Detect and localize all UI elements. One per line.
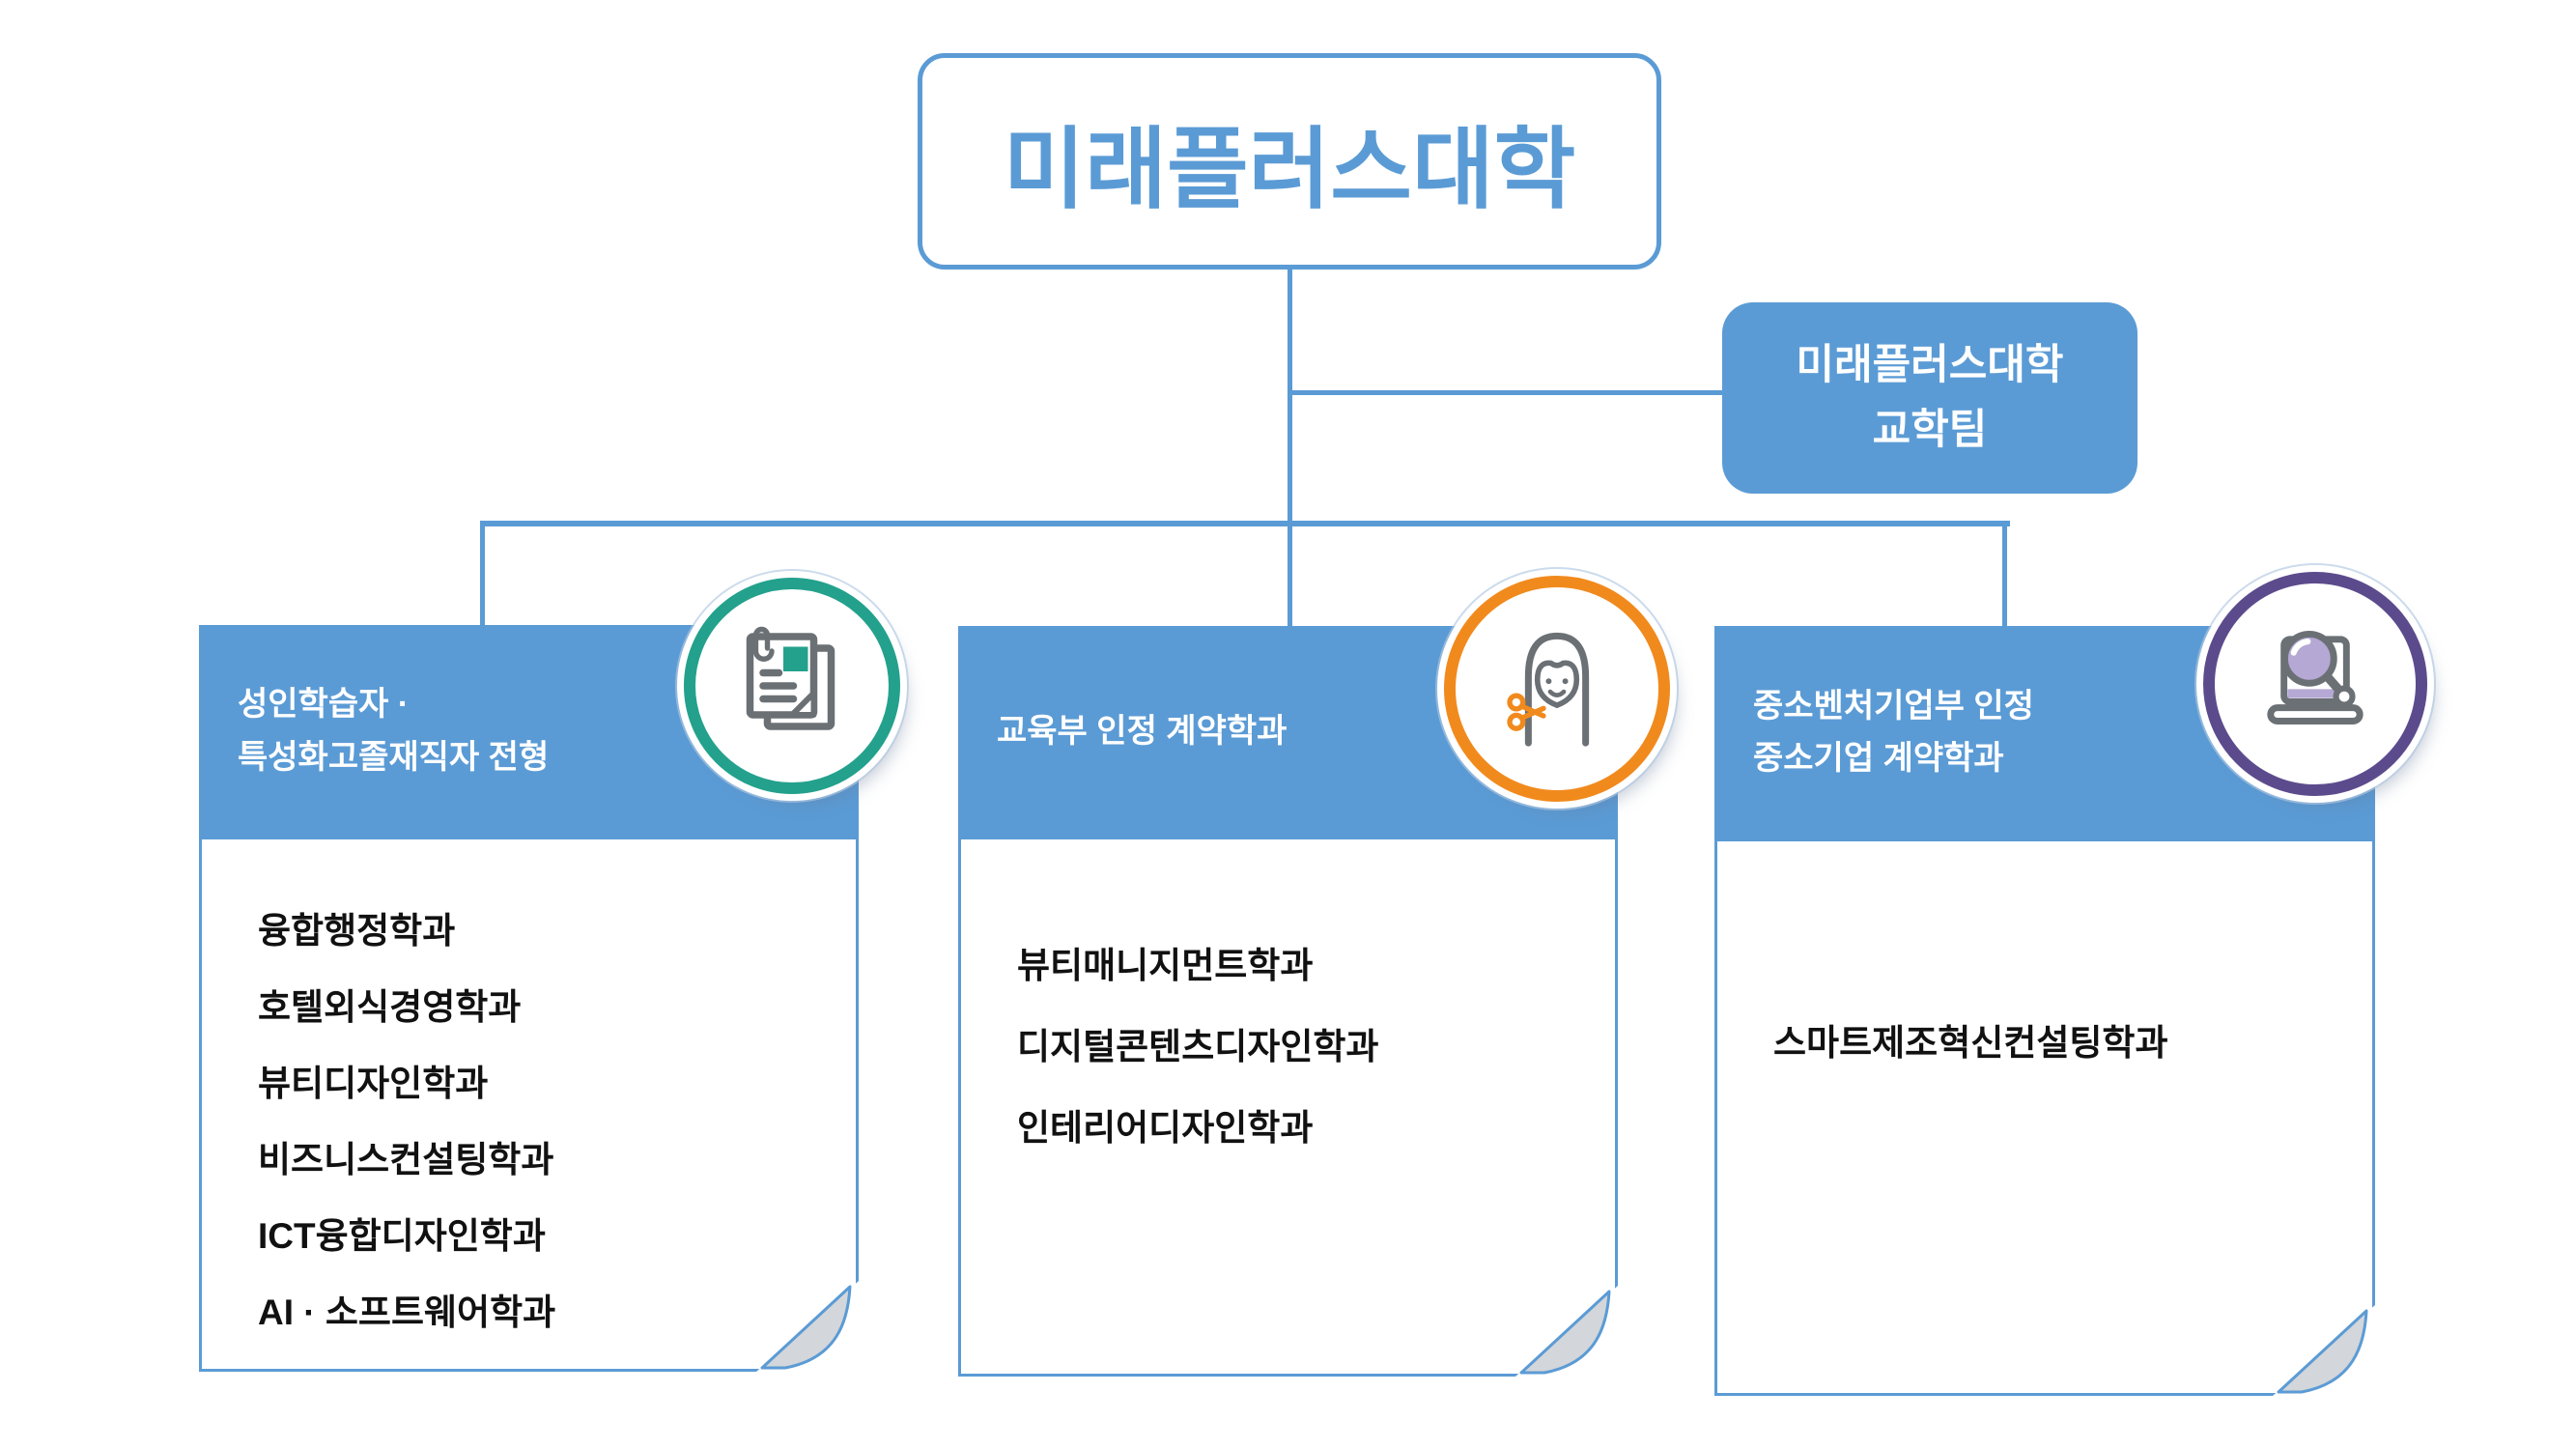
column-3-department-list: 스마트제조혁신컨설팅학과 — [1717, 841, 2372, 1078]
document-clip-icon — [746, 626, 835, 730]
page-curl — [756, 1281, 859, 1372]
column-moe-contract: 교육부 인정 계약학과 뷰티매니지먼트학과 디지털콘텐츠디자인학과 인테리어디자… — [958, 626, 1618, 1377]
department-item: 호텔외식경영학과 — [258, 986, 522, 1027]
column-3-body: 스마트제조혁신컨설팅학과 — [1714, 838, 2375, 1396]
connector-horizontal-team — [1289, 390, 1722, 395]
department-item: 뷰티매니지먼트학과 — [1017, 946, 1314, 985]
page-curl — [1515, 1286, 1618, 1377]
laptop-magnifier-icon — [2267, 630, 2364, 724]
column-1-body: 융합행정학과 호텔외식경영학과 뷰티디자인학과 비즈니스컨설팅학과 ICT융합디… — [199, 837, 859, 1372]
university-title-box: 미래플러스대학 — [918, 53, 1661, 270]
column-1-department-list: 융합행정학과 호텔외식경영학과 뷰티디자인학과 비즈니스컨설팅학과 ICT융합디… — [202, 839, 856, 1347]
column-3-header-line2: 중소기업 계약학과 — [1753, 740, 2004, 777]
connector-horizontal-junction — [480, 521, 2010, 526]
department-item: 인테리어디자인학과 — [1017, 1108, 1314, 1148]
university-title: 미래플러스대학 — [1003, 120, 1576, 219]
department-item: 스마트제조혁신컨설팅학과 — [1773, 1023, 2168, 1063]
beauty-face-scissors-icon — [1507, 632, 1590, 747]
department-item: 비즈니스컨설팅학과 — [258, 1139, 554, 1179]
department-item: 디지털콘텐츠디자인학과 — [1017, 1027, 1379, 1066]
page-curl — [2273, 1305, 2375, 1396]
column-3-header-line1: 중소벤처기업부 인정 — [1753, 687, 2034, 724]
team-box: 미래플러스대학 교학팀 — [1722, 302, 2137, 494]
team-box-line2: 교학팀 — [1872, 407, 1988, 453]
team-box-line1: 미래플러스대학 — [1796, 342, 2064, 389]
column-2-header-line1: 교육부 인정 계약학과 — [997, 712, 1288, 750]
connector-vertical-center — [1288, 268, 1292, 626]
badge-circle-teal — [684, 578, 900, 794]
column-1-header-line1: 성인학습자 · — [238, 686, 410, 724]
department-item: ICT융합디자인학과 — [258, 1215, 546, 1256]
badge-circle-orange — [1444, 576, 1670, 802]
connector-vertical-left — [480, 521, 485, 627]
connector-vertical-right — [2002, 521, 2007, 627]
column-1-header-line2: 특성화고졸재직자 전형 — [238, 738, 550, 776]
column-2-body: 뷰티매니지먼트학과 디지털콘텐츠디자인학과 인테리어디자인학과 — [958, 837, 1618, 1377]
department-item: AI · 소프트웨어학과 — [258, 1292, 556, 1332]
column-2-department-list: 뷰티매니지먼트학과 디지털콘텐츠디자인학과 인테리어디자인학과 — [961, 839, 1615, 1165]
department-item: 융합행정학과 — [258, 910, 456, 951]
badge-circle-purple — [2203, 572, 2427, 796]
department-item: 뷰티디자인학과 — [258, 1063, 489, 1103]
